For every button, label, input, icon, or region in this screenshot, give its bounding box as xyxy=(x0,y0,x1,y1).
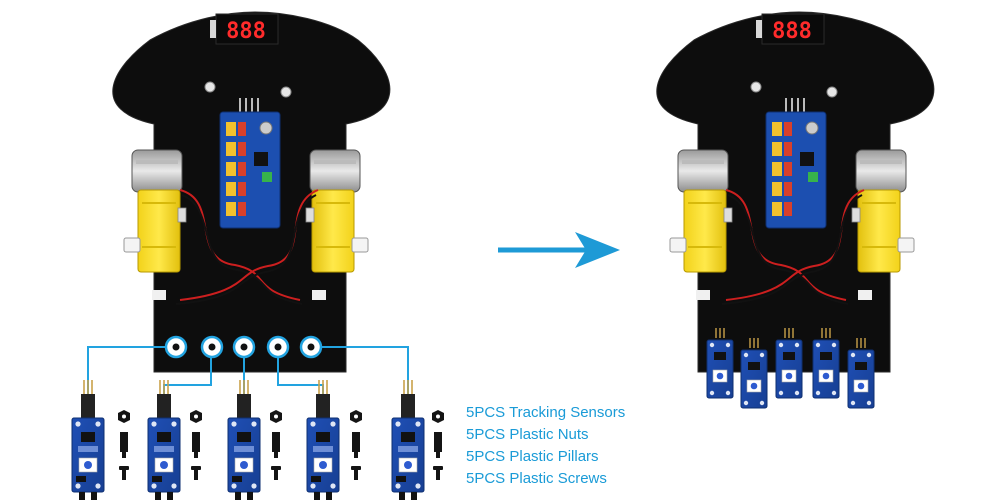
plastic-pillar-icon xyxy=(120,432,442,458)
legend-tracking-sensors: 5PCS Tracking Sensors xyxy=(466,404,626,421)
sensor-kit xyxy=(71,379,444,500)
led-display: 888 xyxy=(772,19,812,44)
plastic-screw-icon xyxy=(119,466,443,480)
legend-plastic-pillars: 5PCS Plastic Pillars xyxy=(466,448,599,465)
tracking-sensor xyxy=(227,379,261,500)
tracking-sensor xyxy=(147,379,181,500)
chassis-after: 888 xyxy=(656,11,935,409)
mounting-holes xyxy=(164,335,323,359)
tracking-sensor xyxy=(306,379,340,500)
legend-plastic-nuts: 5PCS Plastic Nuts xyxy=(466,426,589,443)
tracking-sensor xyxy=(71,379,105,500)
led-display: 888 xyxy=(226,19,266,44)
chassis-before: 888 xyxy=(112,11,391,373)
transformation-arrow-icon xyxy=(498,232,620,268)
legend-plastic-screws: 5PCS Plastic Screws xyxy=(466,470,607,487)
plastic-nut-icon xyxy=(118,410,444,423)
parts-list: 5PCS Tracking Sensors 5PCS Plastic Nuts … xyxy=(466,402,625,490)
tracking-sensor xyxy=(391,379,425,500)
